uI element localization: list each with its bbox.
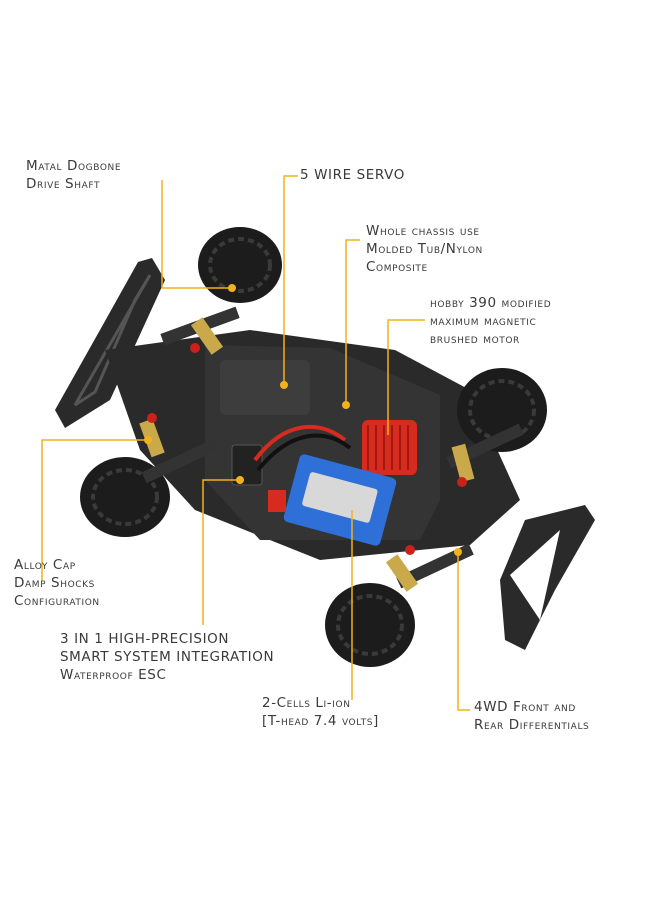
shock-rear-right [385, 545, 419, 592]
callout-dots [144, 284, 462, 556]
callout-label-servo: 5 WIRE SERVO [300, 167, 405, 183]
tire-front-left [198, 227, 282, 303]
callout-label-battery: 2-Cells Li-ion[T-head 7.4 volts] [262, 695, 379, 729]
battery-pack [283, 454, 397, 546]
motor [362, 420, 417, 475]
shock-rear-left [451, 443, 475, 487]
shock-front-right [139, 413, 165, 458]
shock-front-left [190, 317, 224, 355]
tire-rear-right [325, 583, 415, 667]
tire-rear-left [457, 368, 547, 452]
callout-lines [41, 175, 470, 711]
